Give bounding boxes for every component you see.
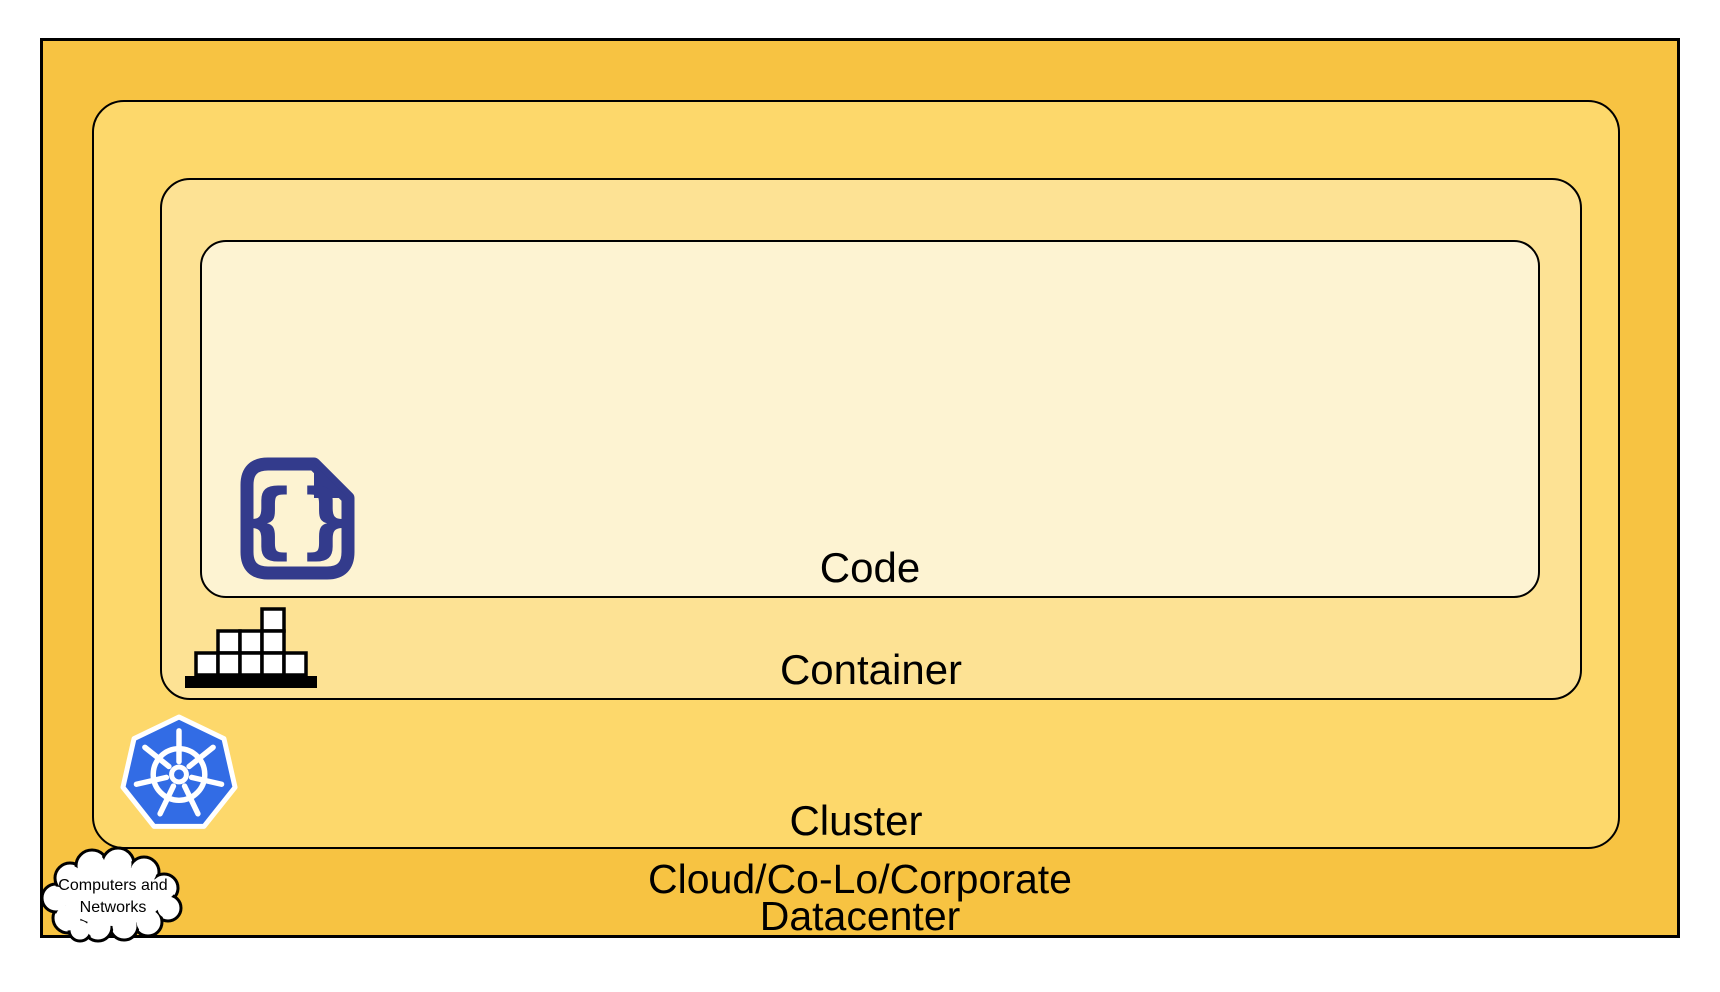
- container-label: Container: [779, 646, 963, 693]
- layer-code: {} Code: [200, 240, 1540, 598]
- datacenter-label: Cloud/Co-Lo/Corporate Datacenter: [43, 856, 1677, 939]
- layer-container: {} Code: [160, 178, 1582, 700]
- cluster-label: Cluster: [789, 797, 923, 844]
- layer-datacenter: {} Code: [40, 38, 1680, 938]
- code-label: Code: [819, 544, 921, 591]
- container-stack-icon: [185, 607, 317, 688]
- cloud-icon: Computers and Networks: [40, 846, 183, 943]
- kubernetes-icon: [120, 714, 238, 829]
- code-file-icon: {}: [239, 457, 356, 580]
- datacenter-label-line1: Cloud/Co-Lo/Corporate: [648, 856, 1072, 902]
- datacenter-label-line2: Datacenter: [759, 893, 961, 939]
- layer-cluster: {} Code: [92, 100, 1620, 849]
- cloud-label-line1: Computers and: [58, 877, 167, 894]
- cloud-label-line2: Networks: [80, 899, 147, 916]
- code-braces-glyph: {}: [239, 473, 356, 568]
